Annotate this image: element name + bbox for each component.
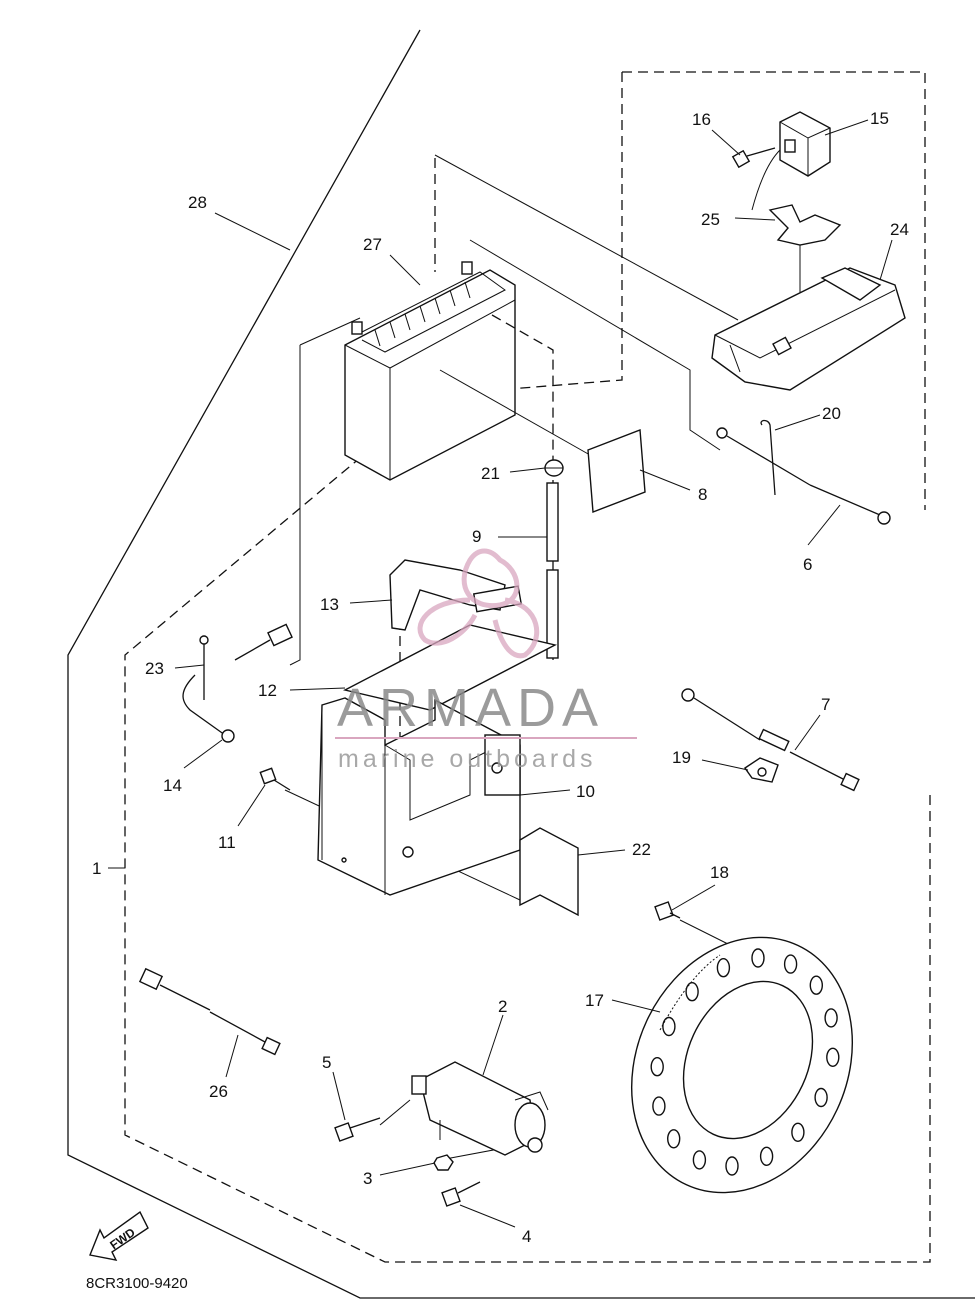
bolt-part-4: [441, 1181, 481, 1207]
watermark-logo: [417, 548, 540, 659]
pad-part-12: [343, 624, 557, 711]
rotor-hole: [751, 948, 765, 968]
rotor-hole: [814, 1087, 828, 1108]
diagram-code: 8CR3100-9420: [86, 1275, 188, 1292]
battery-part-27: [344, 261, 516, 481]
watermark-text: ARMADA marine outboards: [335, 678, 637, 773]
callout-27: 27: [363, 235, 382, 254]
callout-6: 6: [803, 555, 812, 574]
outer-kit-boundary: [67, 29, 975, 1299]
callout-28: 28: [188, 193, 207, 212]
rotor-hole: [826, 1047, 840, 1068]
rotor-hole: [783, 954, 798, 974]
rotor-hole: [662, 1016, 676, 1037]
callout-16: 16: [692, 110, 711, 129]
clamp-part-20: [760, 419, 776, 496]
callout-2: 2: [498, 997, 507, 1016]
bracket-part-25: [768, 204, 842, 330]
callout-7: 7: [821, 695, 830, 714]
callout-11: 11: [218, 833, 236, 852]
cover-part-24: [711, 267, 906, 391]
holder-part-19: [744, 757, 779, 783]
callout-24: 24: [890, 220, 909, 239]
callout-10: 10: [576, 782, 595, 801]
rotor-hole: [824, 1008, 838, 1028]
callout-17: 17: [585, 991, 604, 1010]
callout-20: 20: [822, 404, 841, 423]
callout-5: 5: [322, 1053, 331, 1072]
rotor-hole: [759, 1146, 774, 1167]
callout-23: 23: [145, 659, 164, 678]
plate-part-22: [519, 827, 579, 917]
callout-18: 18: [710, 863, 729, 882]
lead-part-7: [681, 688, 860, 792]
rotor-hole: [725, 1156, 739, 1176]
callout-3: 3: [363, 1169, 372, 1188]
strap-part-13: [389, 559, 523, 631]
watermark-subtitle: marine outboards: [338, 745, 597, 773]
plate-part-8: [587, 429, 646, 513]
callout-19: 19: [672, 748, 691, 767]
callout-13: 13: [320, 595, 339, 614]
starter-motor-part-2: [411, 1061, 549, 1156]
rotor-hole: [652, 1096, 666, 1116]
rotor-hole: [650, 1056, 664, 1077]
nut-part-3: [433, 1154, 454, 1171]
callout-26: 26: [209, 1082, 228, 1101]
watermark-title: ARMADA: [337, 678, 604, 738]
screw-part-16: [731, 147, 776, 169]
callout-4: 4: [522, 1227, 531, 1246]
rotor-part-17: [630, 936, 854, 1194]
lead-part-14: [182, 623, 293, 743]
rotor-hole: [809, 975, 823, 995]
callout-15: 15: [870, 109, 889, 128]
clip-part-21: [544, 459, 564, 477]
callout-14: 14: [163, 776, 182, 795]
leader-lines: [108, 119, 893, 1228]
callout-12: 12: [258, 681, 277, 700]
rotor-hole: [791, 1122, 805, 1143]
rotor-hole: [716, 958, 731, 978]
callout-22: 22: [632, 840, 651, 859]
callout-21: 21: [481, 464, 500, 483]
forward-arrow-icon: FWD: [89, 1210, 149, 1261]
rotor-hole: [692, 1150, 707, 1170]
lead-part-26: [138, 967, 281, 1056]
callout-25: 25: [701, 210, 720, 229]
callout-8: 8: [698, 485, 707, 504]
starter-relay-part-15: [751, 111, 831, 211]
bolt-part-11: [259, 767, 291, 791]
bolt-part-5: [334, 1117, 381, 1142]
lead-part-6: [716, 427, 891, 525]
callout-1: 1: [92, 859, 101, 878]
callout-labels: 1 2 3 4 5 6 7 8 9 10 11 12 13 14 15 16 1…: [92, 109, 909, 1246]
rotor-hole: [685, 982, 699, 1002]
bolt-part-18: [654, 901, 681, 921]
callout-9: 9: [472, 527, 481, 546]
battery-box-part-10: [317, 697, 521, 896]
rotor-hole: [667, 1129, 681, 1149]
vent-hose-part-9: [546, 482, 559, 659]
